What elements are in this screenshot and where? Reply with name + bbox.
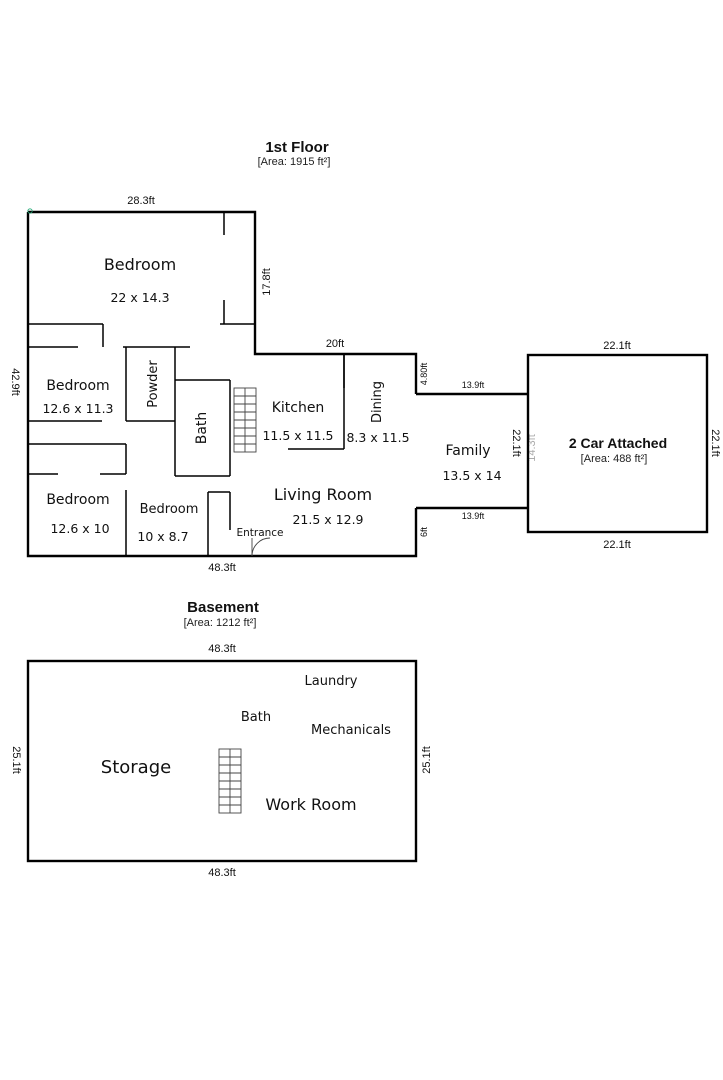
basement-room-storage: Storage <box>101 757 171 778</box>
room-size-family: 13.5 x 14 <box>442 468 501 483</box>
dim-first-floor-middle-top: 20ft <box>326 338 344 350</box>
basement-walls <box>26 659 418 863</box>
dim-first-floor-bottom: 48.3ft <box>208 562 236 574</box>
dim-garage-right: 22.1ft <box>709 429 721 457</box>
first-floor-title: 1st Floor <box>265 139 329 156</box>
room-size-bedroom-4: 10 x 8.7 <box>137 529 188 544</box>
dim-basement-right: 25.1ft <box>421 746 433 774</box>
dim-first-floor-right-upper: 17.8ft <box>261 268 273 296</box>
room-label-kitchen: Kitchen <box>272 400 325 416</box>
garage-title: 2 Car Attached <box>569 435 667 451</box>
room-label-bedroom-2: Bedroom <box>46 378 109 394</box>
room-size-dining: 8.3 x 11.5 <box>346 430 409 445</box>
dim-first-floor-top: 28.3ft <box>127 195 155 207</box>
dim-family-top: 13.9ft <box>462 380 485 390</box>
room-label-entrance: Entrance <box>236 527 283 539</box>
room-label-bedroom-3: Bedroom <box>46 492 109 508</box>
room-size-bedroom-3: 12.6 x 10 <box>50 521 109 536</box>
room-label-bath: Bath <box>194 412 210 445</box>
dim-first-floor-bottom-right: 6ft <box>419 527 429 538</box>
dim-family-right: 22.1ft <box>510 429 522 457</box>
basement-room-work-room: Work Room <box>265 795 356 814</box>
dim-first-floor-left: 42.9ft <box>9 368 21 396</box>
room-size-bedroom-main: 22 x 14.3 <box>110 290 169 305</box>
basement-staircase <box>218 748 242 814</box>
room-label-family: Family <box>445 443 490 459</box>
dim-first-floor-small-right: 4.80ft <box>419 362 429 385</box>
first-floor-area: [Area: 1915 ft²] <box>258 156 331 168</box>
basement-room-mechanicals: Mechanicals <box>311 723 391 738</box>
first-floor-interior-walls <box>28 212 345 557</box>
room-label-powder: Powder <box>146 360 161 408</box>
room-size-bedroom-2: 12.6 x 11.3 <box>42 401 113 416</box>
garage-walls <box>526 353 709 534</box>
first-floor-walls <box>26 208 528 558</box>
room-size-kitchen: 11.5 x 11.5 <box>262 428 333 443</box>
basement-area: [Area: 1212 ft²] <box>184 617 257 629</box>
garage-area: [Area: 488 ft²] <box>581 453 648 465</box>
room-size-living-room: 21.5 x 12.9 <box>292 512 363 527</box>
first-floor-staircase <box>233 387 257 453</box>
dim-basement-bottom: 48.3ft <box>208 867 236 879</box>
dim-basement-top: 48.3ft <box>208 643 236 655</box>
basement-room-bath: Bath <box>241 710 271 725</box>
room-label-bedroom-main: Bedroom <box>104 255 176 274</box>
dim-garage-bottom: 22.1ft <box>603 539 631 551</box>
room-label-dining: Dining <box>370 381 385 423</box>
basement-room-laundry: Laundry <box>305 674 358 689</box>
dim-family-bottom: 13.9ft <box>462 511 485 521</box>
basement-title: Basement <box>187 599 259 616</box>
dim-garage-top: 22.1ft <box>603 340 631 352</box>
dim-basement-left: 25.1ft <box>10 746 22 774</box>
room-label-living-room: Living Room <box>274 485 372 504</box>
room-label-bedroom-4: Bedroom <box>140 502 199 517</box>
